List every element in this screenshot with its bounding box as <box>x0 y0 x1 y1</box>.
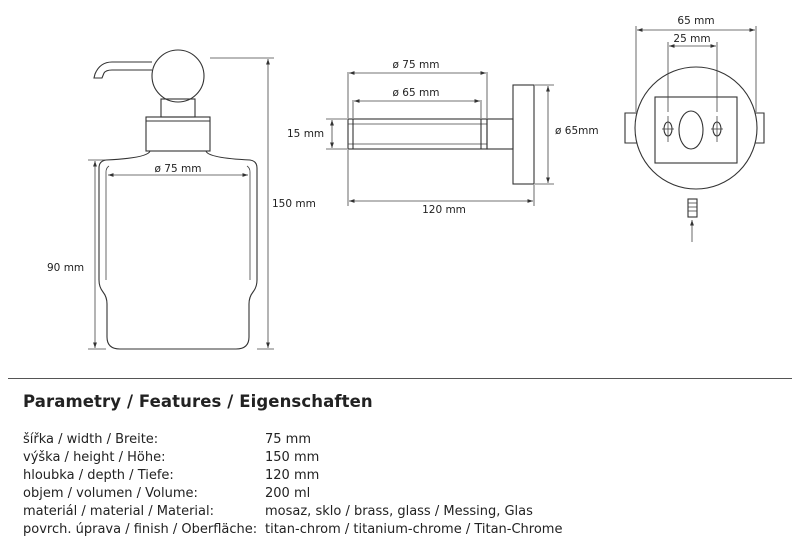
spec-value: titan-chrom / titanium-chrome / Titan-Ch… <box>265 522 563 537</box>
specs-table: šířka / width / Breite: 75 mm výška / hei… <box>23 431 583 539</box>
side-view-dimensions: ø 75 mm ø 65 mm 15 mm ø 65mm 120 mm <box>287 59 599 216</box>
plate-diameter-label: ø 65mm <box>555 125 599 137</box>
spec-row: hloubka / depth / Tiefe: 120 mm <box>23 467 583 485</box>
dispenser-dimensions: ø 75 mm 150 mm 90 mm <box>47 57 316 350</box>
dispenser-height-label: 150 mm <box>272 198 316 210</box>
dispenser-front-view <box>93 49 258 350</box>
holder-back-view <box>624 66 765 242</box>
spec-row: šířka / width / Breite: 75 mm <box>23 431 583 449</box>
spec-label: šířka / width / Breite: <box>23 432 159 447</box>
depth-label: 120 mm <box>422 204 466 216</box>
spec-row: materiál / material / Material: mosaz, sk… <box>23 503 583 521</box>
spec-value: 120 mm <box>265 468 320 483</box>
holder-side-view <box>347 84 535 185</box>
spec-label: výška / height / Höhe: <box>23 450 166 465</box>
back-view-dimensions: 65 mm 25 mm <box>635 15 757 112</box>
spec-value: 75 mm <box>265 432 312 447</box>
spec-label: objem / volumen / Volume: <box>23 486 198 501</box>
glass-height-label: 90 mm <box>47 262 84 274</box>
spec-label: materiál / material / Material: <box>23 504 215 519</box>
features-heading: Parametry / Features / Eigenschaften <box>23 392 373 411</box>
spec-row: objem / volumen / Volume: 200 ml <box>23 485 583 503</box>
spec-value: 200 ml <box>265 486 311 501</box>
rod-diameter-label: 15 mm <box>287 128 324 140</box>
section-divider <box>8 378 792 379</box>
spec-label: povrch. úprava / finish / Oberfläche: <box>23 522 258 537</box>
spec-value: mosaz, sklo / brass, glass / Messing, Gl… <box>265 504 533 519</box>
back-width-label: 65 mm <box>677 15 714 27</box>
side-inner-diameter-label: ø 65 mm <box>393 87 440 99</box>
dispenser-diameter-label: ø 75 mm <box>155 163 202 175</box>
spec-label: hloubka / depth / Tiefe: <box>23 468 174 483</box>
spec-value: 150 mm <box>265 450 320 465</box>
spec-row: výška / height / Höhe: 150 mm <box>23 449 583 467</box>
hole-spacing-label: 25 mm <box>673 33 710 45</box>
side-outer-diameter-label: ø 75 mm <box>393 59 440 71</box>
technical-drawing: ø 75 mm 150 mm 90 mm ø 75 mm ø 65 mm <box>47 15 765 350</box>
spec-row: povrch. úprava / finish / Oberfläche: tit… <box>23 521 583 539</box>
